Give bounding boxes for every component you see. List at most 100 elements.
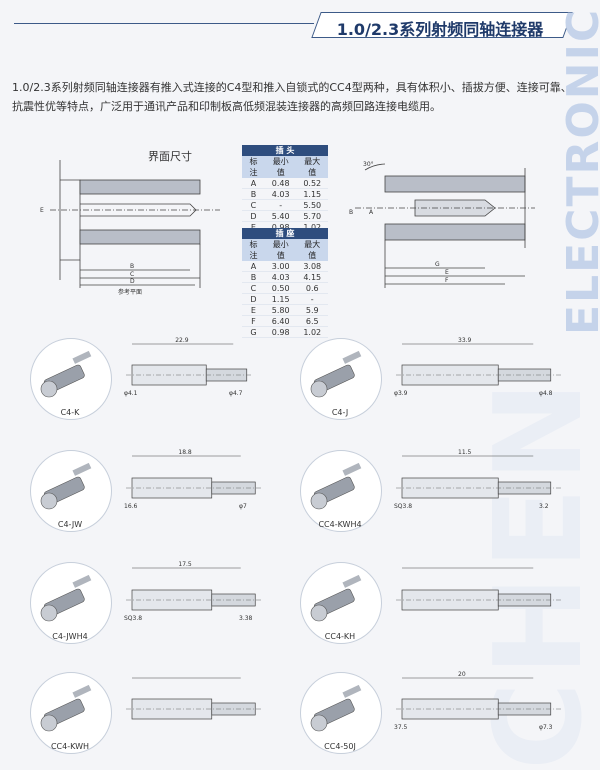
product-code: CC4-50J <box>324 742 356 751</box>
connector-tail-shape <box>72 462 92 476</box>
intro-paragraph: 1.0/2.3系列射频同轴连接器有推入式连接的C4型和推入自锁式的CC4型两种，… <box>12 81 572 113</box>
product-photo-circle <box>300 450 382 532</box>
plug-shell-lower <box>79 229 201 245</box>
dimension-label: φ4.1 <box>124 390 138 397</box>
socket-header-row: 标 注 最小值 最大值 <box>242 239 328 261</box>
plug-cell: 5.50 <box>296 199 328 211</box>
title-band: 1.0/2.3系列射频同轴连接器 <box>0 8 600 39</box>
plug-header-cell: 标 注 <box>242 156 265 178</box>
product-line-drawing <box>396 567 563 611</box>
plug-cell: 0.48 <box>264 178 297 189</box>
socket-interface-drawing: 30° B A G E F <box>349 161 535 288</box>
connector-tail-shape <box>72 350 92 364</box>
connector-face-shape <box>40 380 58 398</box>
dim-letter-a: A <box>369 209 374 216</box>
socket-cell: 5.80 <box>264 304 297 316</box>
dim-letter-e: E <box>40 207 44 214</box>
connector-photo-icon <box>310 350 362 398</box>
socket-shell-lower <box>384 223 526 241</box>
dimension-label: 37.5 <box>394 724 408 731</box>
product-code: CC4-KH <box>324 632 356 641</box>
socket-cell: 1.15 <box>264 293 297 305</box>
plug-cell: C <box>242 199 265 211</box>
connector-photo-icon <box>40 574 92 622</box>
product-code: C4-JW <box>57 520 83 529</box>
connector-tail-shape <box>342 350 362 364</box>
plug-header-row: 标 注 最小值 最大值 <box>242 156 328 178</box>
dimension-label: 11.5 <box>458 449 472 456</box>
angle-arc <box>364 163 386 171</box>
dimension-label: 16.6 <box>124 503 138 510</box>
dimension-label: φ7 <box>239 503 247 510</box>
dimension-label: 17.5 <box>178 561 192 568</box>
plug-header-cell: 最小值 <box>264 156 297 178</box>
plug-interface-drawing: E B C D 参考平面 <box>40 160 220 296</box>
socket-cell: 3.08 <box>296 261 328 272</box>
product-code: C4-JWH4 <box>52 632 88 641</box>
product-photo-circle <box>30 450 112 532</box>
socket-cell: 6.5 <box>296 315 328 327</box>
socket-cell: D <box>242 293 265 305</box>
socket-cell: C <box>242 282 265 294</box>
dimension-label: φ7.3 <box>539 724 553 731</box>
dimension-label: 33.9 <box>458 337 472 344</box>
connector-photo-icon <box>310 574 362 622</box>
socket-cell: 5.9 <box>296 304 328 316</box>
product-photo-circle <box>30 672 112 754</box>
socket-cell: B <box>242 271 265 283</box>
plug-shell-upper <box>79 179 201 195</box>
socket-cell: 4.15 <box>296 271 328 283</box>
plug-cell: - <box>264 199 297 211</box>
connector-photo-icon <box>40 684 92 732</box>
title-rule <box>14 23 314 24</box>
product-photo-circle <box>300 672 382 754</box>
plug-cell: D <box>242 210 265 222</box>
connector-tail-shape <box>342 574 362 588</box>
dimension-label: φ3.9 <box>394 390 408 397</box>
plug-caption: 插 头 <box>242 145 328 156</box>
product-panel: CC4-KH <box>300 552 570 654</box>
socket-cell: 4.03 <box>264 271 297 283</box>
plug-cell: 5.70 <box>296 210 328 222</box>
plug-row: C-5.50 <box>242 199 328 211</box>
plug-body-outline <box>59 160 81 280</box>
socket-cell: 6.40 <box>264 315 297 327</box>
dimension-label: SQ3.8 <box>124 615 142 622</box>
plug-cell: 1.15 <box>296 188 328 200</box>
product-panel: CC4-KWH <box>30 662 270 762</box>
product-code: C4-J <box>331 408 349 417</box>
dim-letter-e: E <box>445 269 449 276</box>
dimension-label: SQ3.8 <box>394 503 412 510</box>
plug-header-cell: 最大值 <box>296 156 328 178</box>
dim-letter-g: G <box>435 261 440 268</box>
socket-cell: 1.02 <box>296 326 328 338</box>
connector-tail-shape <box>72 574 92 588</box>
product-code: CC4-KWH4 <box>318 520 362 529</box>
socket-caption-row: 插 座 <box>242 228 328 239</box>
connector-tail-shape <box>342 684 362 698</box>
connector-face-shape <box>40 492 58 510</box>
socket-cell: 0.98 <box>264 326 297 338</box>
product-line-drawing <box>126 677 263 720</box>
socket-cell: G <box>242 326 265 338</box>
product-photo-circle <box>30 562 112 644</box>
connector-face-shape <box>310 604 328 622</box>
socket-header-cell: 最大值 <box>296 239 328 261</box>
socket-cell: 0.6 <box>296 282 328 294</box>
socket-caption: 插 座 <box>242 228 328 239</box>
dimension-label: 3.2 <box>539 503 549 510</box>
